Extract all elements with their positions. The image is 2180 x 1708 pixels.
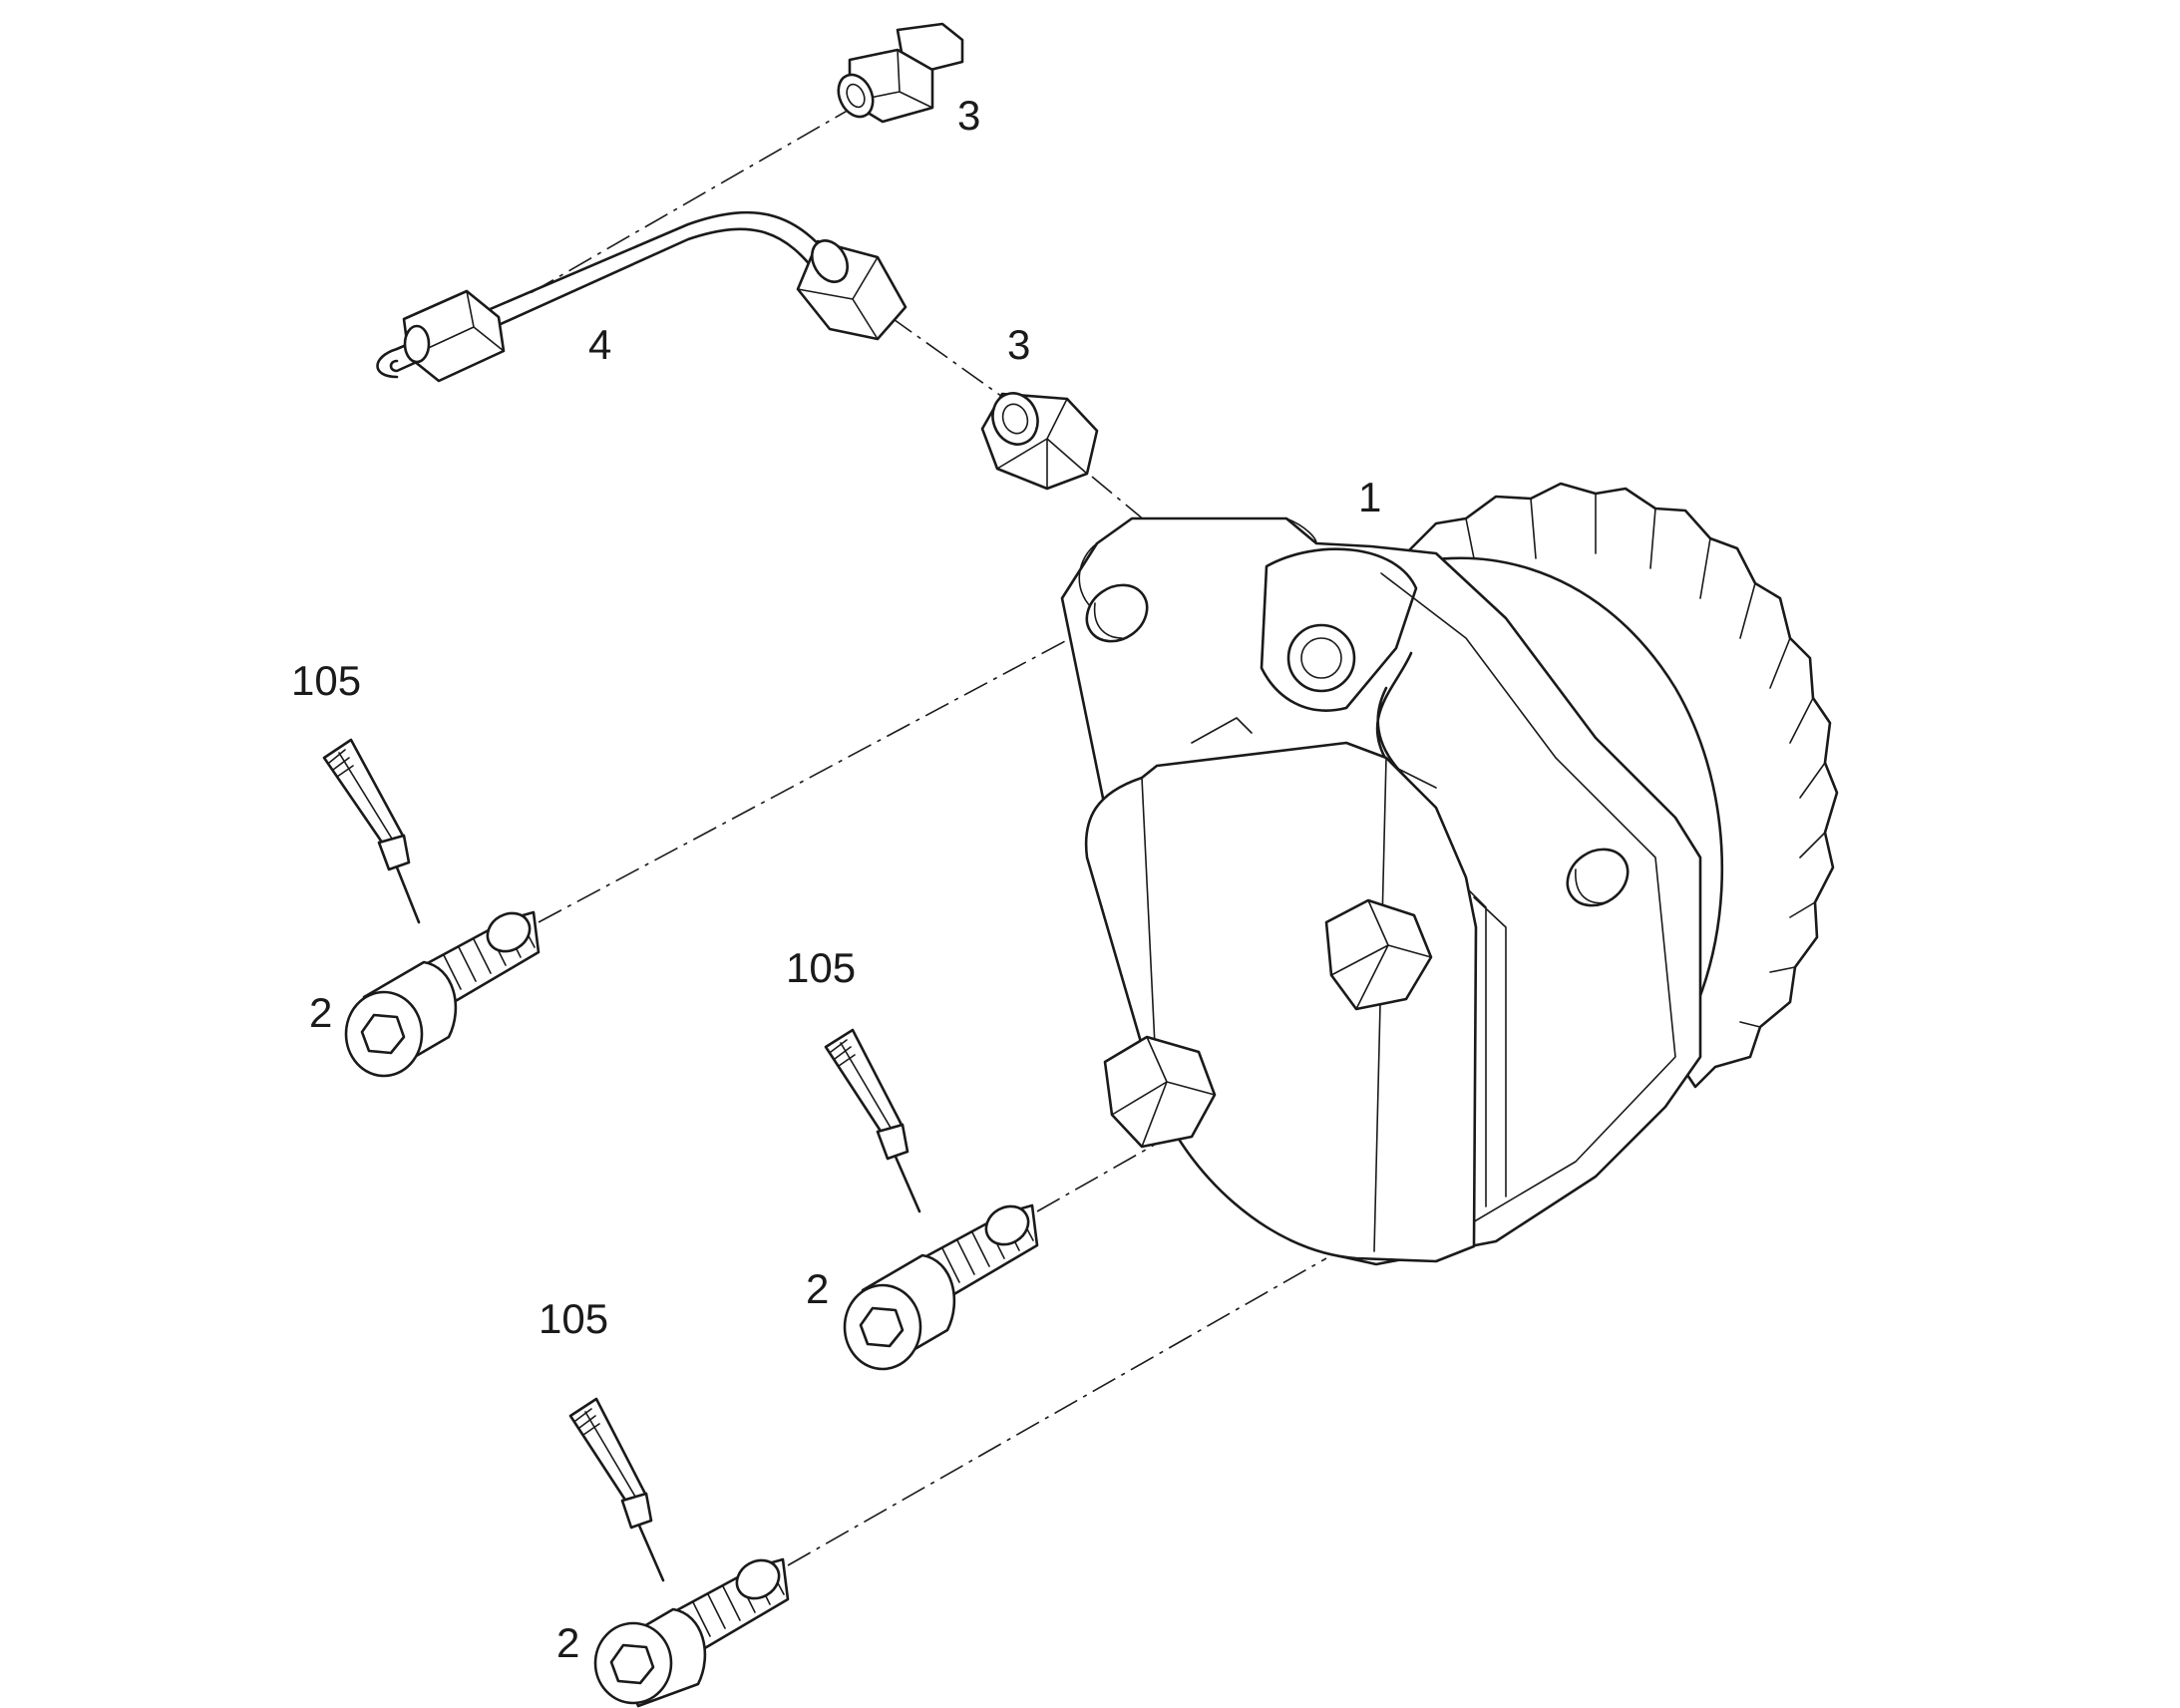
sealant-tube-middle xyxy=(824,1028,921,1213)
callout-sealant-middle: 105 xyxy=(786,944,857,991)
union-fitting-top xyxy=(837,22,964,124)
sealant-tube-upper xyxy=(322,738,421,924)
sealant-tube-lower xyxy=(568,1397,665,1582)
callout-pump: 1 xyxy=(1358,474,1382,520)
callout-pipe: 4 xyxy=(588,321,612,368)
socket-screw-lower xyxy=(593,1557,790,1708)
callout-union-middle: 3 xyxy=(1007,321,1031,368)
injection-pipe xyxy=(376,210,908,383)
callout-screw-upper: 2 xyxy=(309,989,333,1036)
centerline-screw-upper xyxy=(538,607,1128,923)
centerline-screw-lower xyxy=(787,1257,1327,1566)
callout-screw-middle: 2 xyxy=(806,1265,830,1312)
centerline-union-top xyxy=(528,104,859,295)
callout-screw-lower: 2 xyxy=(556,1619,580,1666)
centerline-union-middle xyxy=(890,316,1013,405)
socket-screw-middle xyxy=(843,1203,1039,1371)
callout-union-top: 3 xyxy=(957,92,981,139)
socket-screw-upper xyxy=(344,910,541,1078)
pump-assembly xyxy=(1060,482,1839,1266)
union-fitting-middle xyxy=(980,392,1099,491)
callout-sealant-lower: 105 xyxy=(539,1295,609,1342)
callout-sealant-upper: 105 xyxy=(291,657,362,704)
gear-teeth-lines xyxy=(1465,493,1826,1028)
